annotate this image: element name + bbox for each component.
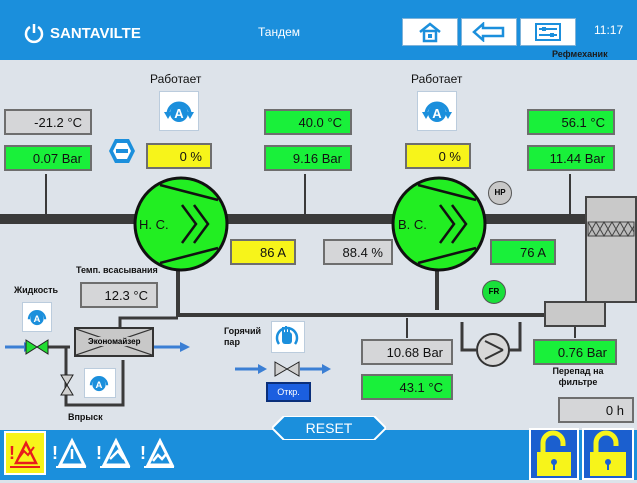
user-role-label: Рефмеханик [552,49,608,59]
main-pipe [0,214,600,224]
valve-icon [274,361,300,377]
compressor1-current: 86 A [230,239,296,265]
suction-temp-value: -21.2 °C [4,109,92,135]
compressor1-capacity: 0 % [146,143,212,169]
auto-mode-icon: A [422,101,452,122]
warning-icon-3: ! [140,437,175,468]
compressor2-status: Работает [411,72,463,86]
home-button[interactable] [402,18,458,46]
home-icon [419,22,441,43]
reset-button[interactable]: RESET [272,416,386,440]
hot-gas-valve[interactable] [274,361,300,377]
compressor2-auto-button[interactable]: A [417,91,457,131]
svg-text:A: A [174,106,184,121]
valve-icon [25,339,49,355]
capacity-control-icon[interactable] [108,137,136,165]
filter-pressure-drop-label: Перепад на фильтре [552,366,604,387]
warning-icon-2: ! [96,437,131,468]
page-title: Тандем [258,25,301,39]
clock: 11:17 [594,23,624,37]
economizer-suction-temp: 12.3 °C [80,282,158,308]
discharge2-pressure-value: 11.44 Bar [527,145,615,171]
economizer-label: Экономайзер [86,337,143,346]
oil-line-1 [176,265,545,317]
oil-filter [544,301,606,327]
compressor1-status: Работает [150,72,202,86]
hot-gas-manual-button[interactable] [271,321,305,353]
tab-alarm-active[interactable]: ! [4,431,46,475]
suction-temp-label: Темп. всасывания [76,265,158,275]
lock-button-1[interactable] [529,428,579,480]
alarm-active-icon: ! [9,440,40,468]
injection-auto-button[interactable]: A [84,368,116,398]
svg-text:!: ! [52,443,58,463]
pump-line-2 [510,322,522,352]
liquid-valve[interactable] [25,339,49,355]
compressor-icon [133,176,229,272]
compressor1[interactable] [132,175,230,273]
high-pressure-indicator: HP [488,181,512,205]
suction-pressure-value: 0.07 Bar [4,145,92,171]
tab-warnings-2[interactable]: ! [94,433,134,473]
hot-gas-label: Горячий пар [224,326,262,347]
compressor2-current: 76 A [490,239,556,265]
discharge1-temp-value: 40.0 °C [264,109,352,135]
auto-mode-icon: A [89,376,109,391]
valve-icon [60,374,74,396]
settings-button[interactable] [520,18,576,46]
brand-logo: SANTAVILTE [24,22,141,44]
injection-valve[interactable] [60,374,74,396]
pump-line-1 [460,322,476,352]
svg-text:A: A [96,380,103,391]
eco-line-1 [118,316,178,330]
compressor1-auto-button[interactable]: A [159,91,199,131]
reset-label: RESET [305,420,353,436]
back-button[interactable] [461,18,517,46]
lock-open-icon [590,430,626,476]
discharge1-pressure-value: 9.16 Bar [264,145,352,171]
economizer[interactable]: Экономайзер [74,327,154,357]
compressor2-name: B. C. [398,217,427,232]
piping-diagram [0,174,637,407]
compressor-icon [391,176,487,272]
compressor2[interactable] [390,175,488,273]
compressor1-name: H. C. [139,217,169,232]
flow-relay-indicator: FR [482,280,506,304]
svg-text:!: ! [96,443,102,463]
svg-text:A: A [34,314,41,325]
tab-warnings-1[interactable]: ! [50,433,90,473]
lock-button-2[interactable] [582,428,634,480]
oil-separator [585,196,637,303]
liquid-label: Жидкость [14,285,59,295]
svg-text:!: ! [9,443,15,463]
settings-sliders-icon [535,23,561,41]
manual-hand-icon [275,326,299,345]
compressor2-capacity: 0 % [405,143,471,169]
power-icon [24,24,44,44]
oil-temp-value: 43.1 °C [361,374,453,400]
oil-pump[interactable] [475,332,511,368]
warning-icon-1: ! [52,437,87,468]
run-hours-value: 0 h [558,397,634,423]
pump-icon [476,333,510,367]
svg-text:A: A [432,106,442,121]
auto-mode-icon: A [164,101,194,122]
oil-pressure-value: 10.68 Bar [361,339,453,365]
lock-open-icon [537,430,571,476]
hot-gas-open-button[interactable]: Откр. [266,382,311,402]
liquid-auto-button[interactable]: A [22,302,52,332]
injection-label: Впрыск [68,412,103,422]
svg-text:!: ! [140,443,146,463]
tab-warnings-3[interactable]: ! [138,433,178,473]
filter-pressure-drop-value: 0.76 Bar [533,339,617,365]
discharge2-temp-value: 56.1 °C [527,109,615,135]
brand-name: SANTAVILTE [50,24,141,42]
compressor-load-value: 88.4 % [323,239,393,265]
auto-mode-icon: A [27,310,47,325]
back-arrow-icon [472,22,505,42]
